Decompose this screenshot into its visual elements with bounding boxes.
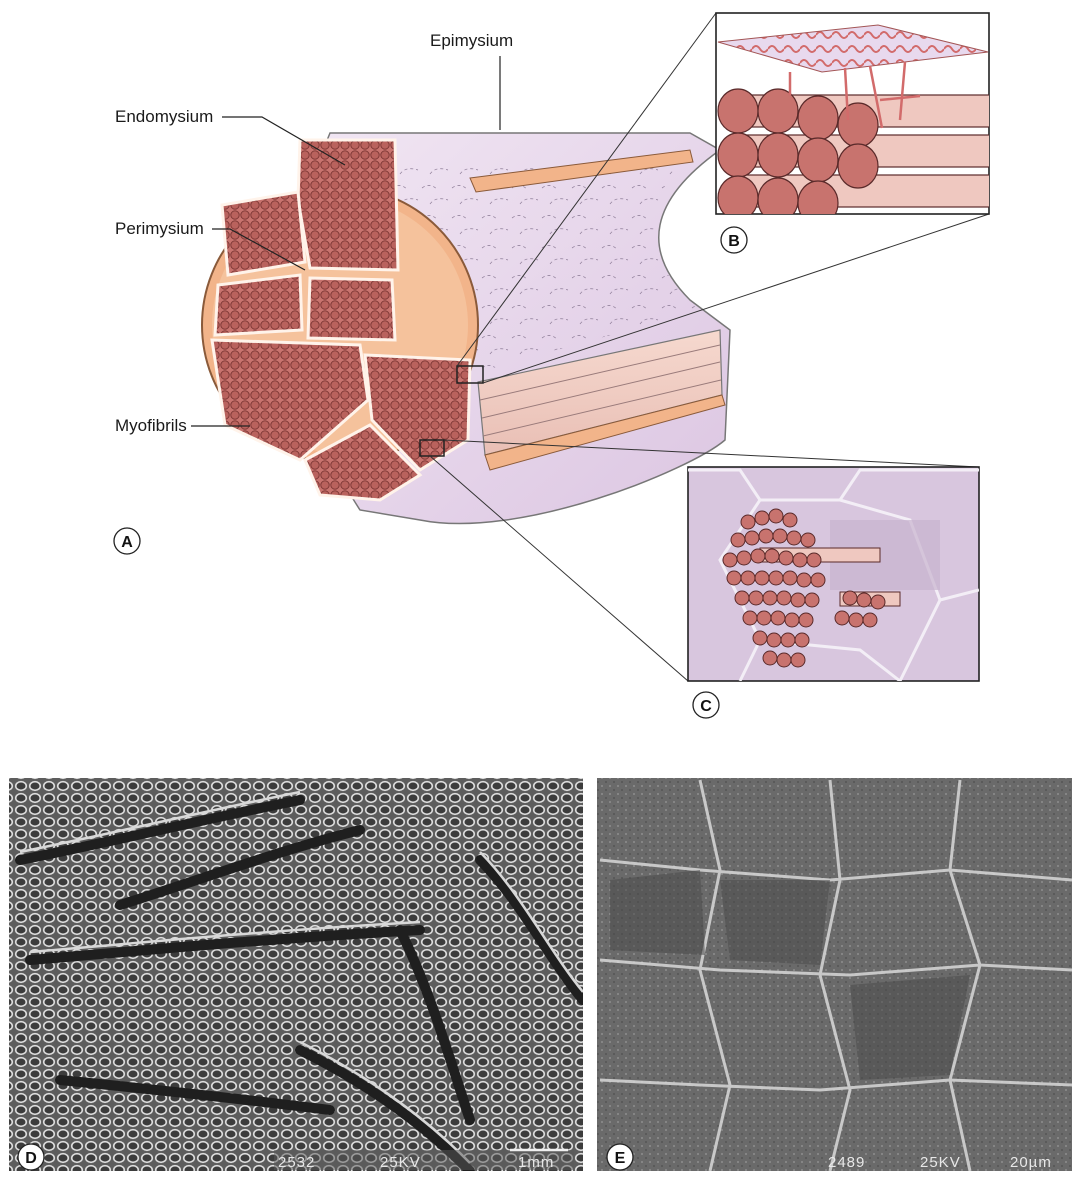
panel-d-sem-micrograph: 2532 25KV 1mm D (9, 778, 583, 1171)
endomysium-label: Endomysium (115, 107, 213, 126)
svg-text:E: E (615, 1150, 626, 1167)
perimysium-label: Perimysium (115, 219, 204, 238)
svg-text:D: D (25, 1150, 37, 1167)
micrograph-d-code: 2532 (278, 1154, 315, 1171)
scale-bar-e-label: 20µm (1010, 1154, 1052, 1171)
fascicle (298, 140, 398, 270)
panel-a-badge: A (114, 528, 140, 554)
svg-text:A: A (121, 534, 133, 551)
epimysium-label: Epimysium (430, 31, 513, 50)
panel-c-badge: C (693, 692, 719, 718)
muscle-fibre-bundle (718, 89, 1000, 225)
fascicle (215, 275, 302, 335)
scale-bar-d-label: 1mm (518, 1154, 554, 1171)
micrograph-e-voltage: 25KV (920, 1154, 961, 1171)
svg-text:B: B (728, 233, 740, 250)
fascicle (308, 278, 395, 340)
epimysium-label-group: Epimysium (430, 31, 513, 130)
panel-b-endomysium-detail: B (716, 13, 1000, 253)
panel-e-sem-micrograph: 2489 25KV 20µm E (597, 778, 1072, 1171)
myofibrils-label: Myofibrils (115, 416, 187, 435)
micrograph-e-code: 2489 (828, 1154, 865, 1171)
panel-e-badge: E (607, 1144, 633, 1170)
svg-text:C: C (700, 698, 712, 715)
micrograph-d-voltage: 25KV (380, 1154, 421, 1171)
panel-c-perimysium-detail: C (688, 467, 979, 718)
panel-b-badge: B (721, 227, 747, 253)
panel-d-badge: D (18, 1144, 44, 1170)
